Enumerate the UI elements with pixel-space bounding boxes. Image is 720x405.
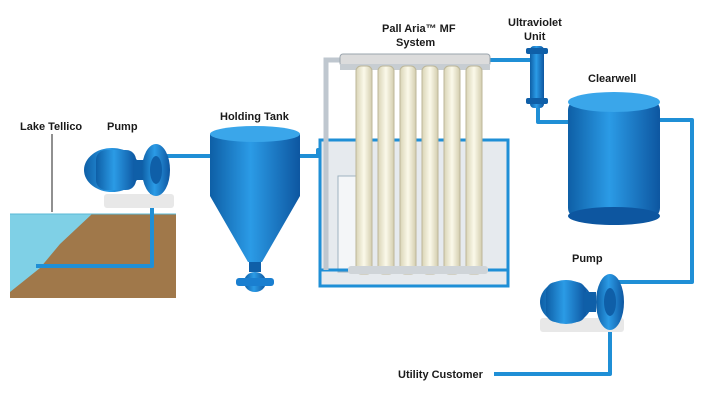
soil (10, 214, 176, 298)
mf-system-label-line2: System (396, 37, 435, 49)
lake-bank (10, 213, 176, 298)
lake-label: Lake Tellico (20, 121, 82, 133)
utility-customer-label: Utility Customer (398, 369, 484, 381)
holding-tank (210, 126, 300, 292)
uv-label-line2: Unit (524, 31, 546, 43)
membrane-modules (355, 65, 483, 275)
distribution-pump (540, 274, 624, 332)
uv-to-clearwell-pipe (536, 104, 572, 124)
clearwell-label: Clearwell (588, 73, 636, 85)
pump-left-label: Pump (107, 121, 138, 133)
clearwell-tank (568, 92, 660, 225)
clearwell-to-pump-pipe (618, 118, 694, 284)
intake-pump (84, 144, 174, 208)
mf-system-label-line1: Pall Aria™ MF (382, 23, 456, 35)
uv-unit (526, 46, 548, 108)
mf-system (318, 53, 510, 288)
holding-tank-label: Holding Tank (220, 111, 290, 123)
uv-label-line1: Ultraviolet (508, 17, 562, 29)
pump-right-label: Pump (572, 253, 603, 265)
